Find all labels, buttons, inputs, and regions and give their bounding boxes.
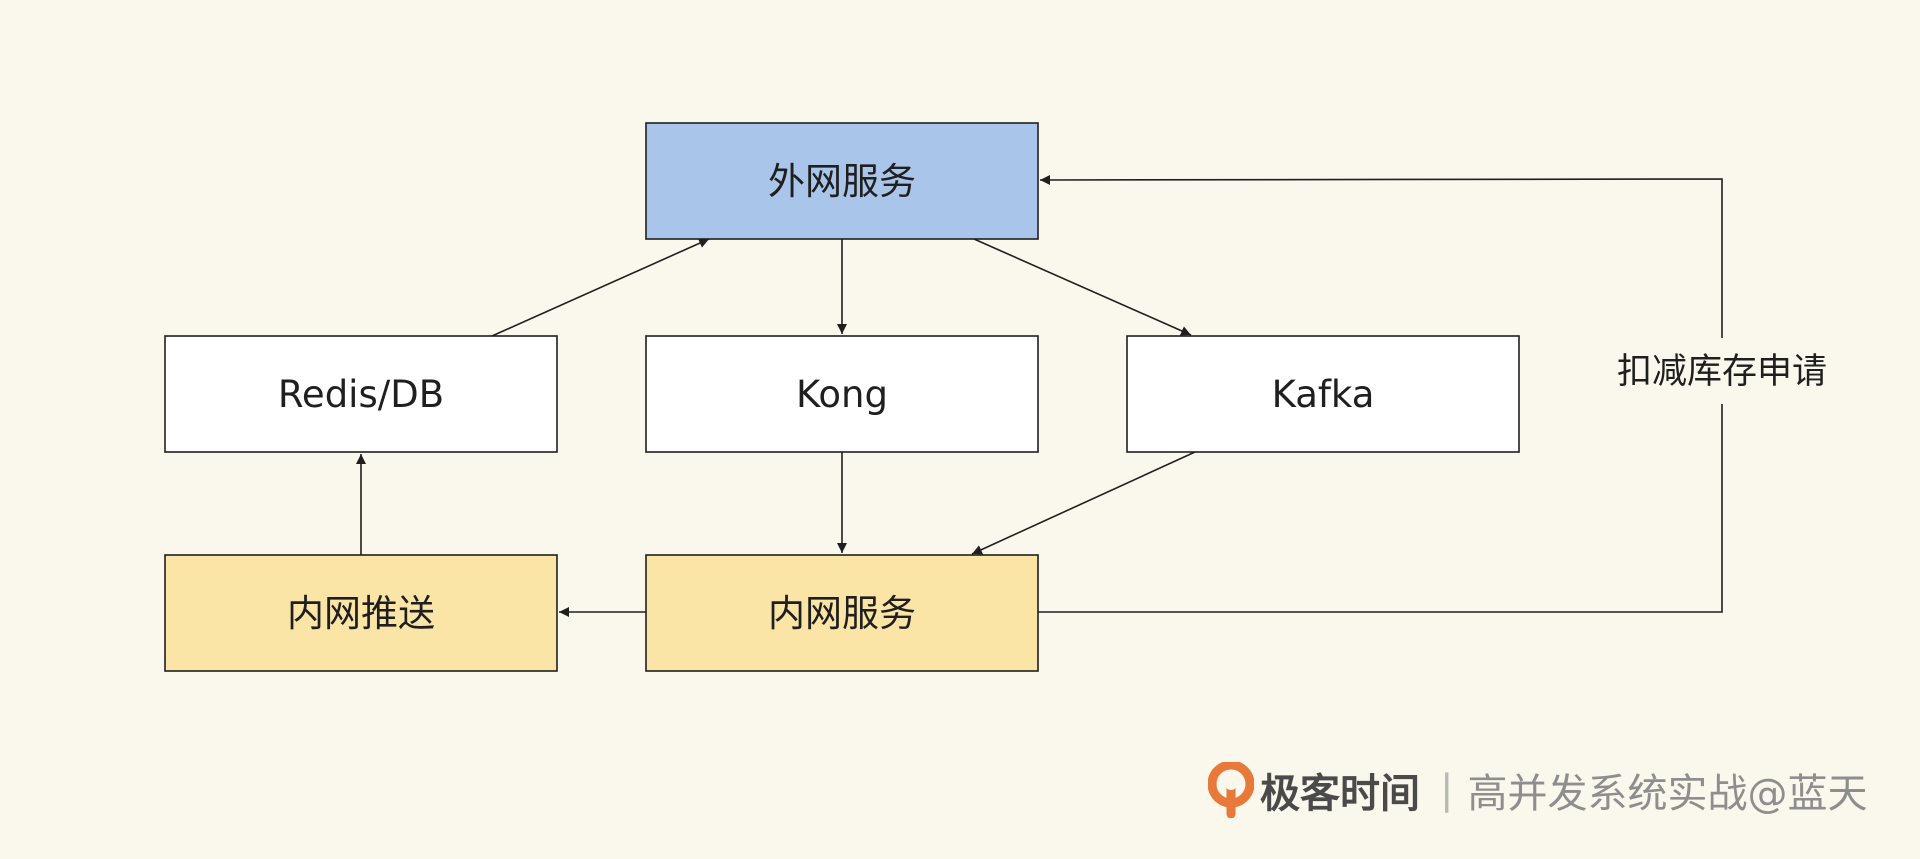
node-intranet-push: 内网推送	[164, 554, 558, 672]
node-kafka-box	[1126, 335, 1520, 453]
edge-redis-to-external	[491, 238, 710, 337]
watermark: 极客时间 | 高并发系统实战@蓝天	[1208, 760, 1867, 820]
node-external-service-box	[645, 122, 1039, 240]
node-intranet-service-box	[645, 554, 1039, 672]
edge-label-text: 扣减库存申请	[1617, 352, 1827, 392]
node-intranet-service: 内网服务	[645, 554, 1039, 672]
watermark-course: 高并发系统实战@蓝天	[1467, 771, 1868, 817]
node-intranet-service-label: 内网服务	[768, 592, 916, 635]
edge-external-to-kafka	[973, 238, 1192, 336]
node-kong-label: Kong	[796, 373, 888, 416]
node-kafka: Kafka	[1126, 335, 1520, 453]
node-intranet-push-box	[164, 554, 558, 672]
watermark-separator: |	[1440, 767, 1454, 813]
node-kong-box	[645, 335, 1039, 453]
watermark-brand: 极客时间	[1260, 771, 1420, 817]
node-kafka-label: Kafka	[1272, 373, 1375, 416]
edge-kafka-to-intranet-service	[971, 451, 1196, 555]
edge-label-background	[1605, 338, 1839, 404]
node-kong: Kong	[645, 335, 1039, 453]
node-external-service-label: 外网服务	[768, 160, 916, 203]
node-redis-db-label: Redis/DB	[278, 373, 444, 416]
node-redis-db: Redis/DB	[164, 335, 558, 453]
node-external-service: 外网服务	[645, 122, 1039, 240]
node-intranet-push-label: 内网推送	[287, 592, 435, 635]
node-redis-db-box	[164, 335, 558, 453]
edge-label-deduct-inventory: 扣减库存申请	[1605, 338, 1839, 404]
geektime-logo-icon	[1208, 762, 1254, 818]
